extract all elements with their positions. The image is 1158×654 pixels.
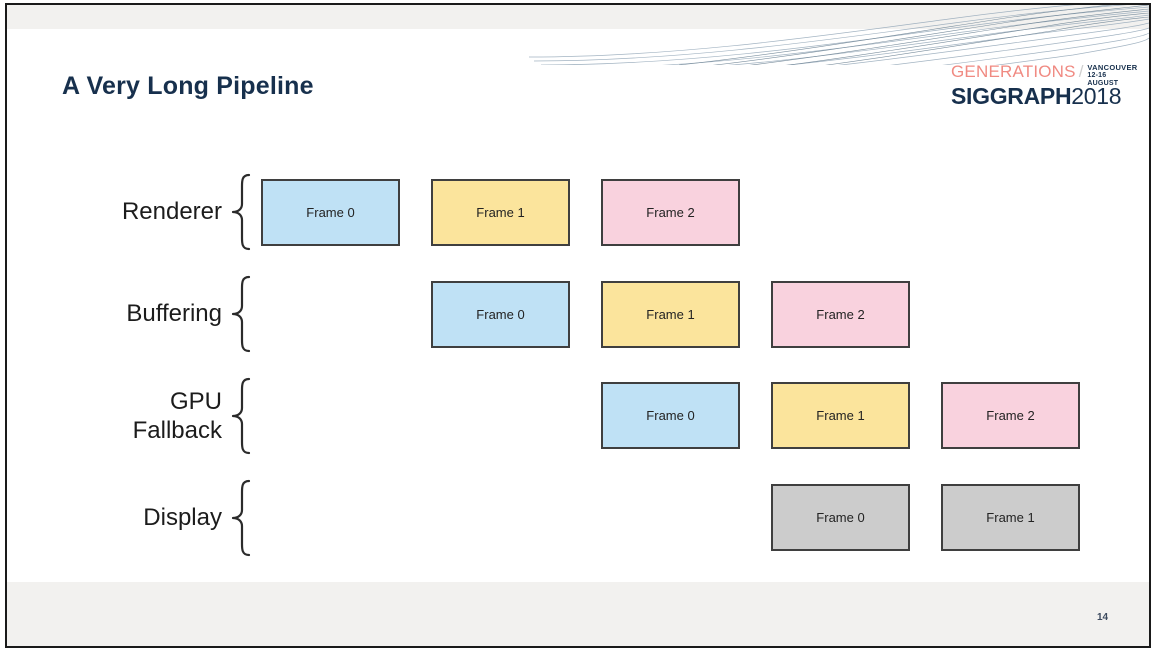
logo-year-text: 2018 [1071, 83, 1122, 109]
pipeline-row-brace [229, 377, 253, 455]
frame-box-label: Frame 2 [986, 408, 1035, 423]
pipeline-row: Buffering [7, 275, 1149, 365]
logo-top-line: GENERATIONS / VANCOUVER 12-16 AUGUST [951, 62, 1137, 88]
frame-box-label: Frame 0 [816, 510, 865, 525]
slide-page-number: 14 [1097, 612, 1109, 623]
pipeline-row-label: Display [143, 504, 222, 531]
pipeline-row-brace [229, 275, 253, 353]
frame-box-label: Frame 1 [476, 205, 525, 220]
frame-box: Frame 1 [771, 382, 910, 449]
frame-box-label: Frame 1 [986, 510, 1035, 525]
pipeline-row-label: Renderer [121, 198, 222, 225]
frame-box: Frame 1 [941, 484, 1080, 551]
frame-box: Frame 0 [261, 179, 400, 246]
frame-box-label: Frame 2 [646, 205, 695, 220]
frame-box-label: Frame 0 [476, 307, 525, 322]
curly-brace-icon [231, 479, 251, 557]
frame-box-label: Frame 1 [646, 307, 695, 322]
logo-city-text: VANCOUVER [1087, 63, 1138, 72]
pipeline-row-label: Buffering [126, 300, 222, 327]
logo-venue-block: VANCOUVER 12-16 AUGUST [1087, 63, 1137, 88]
frame-box-label: Frame 0 [306, 205, 355, 220]
logo-bottom-line: SIGGRAPH2018 [951, 83, 1127, 110]
curly-brace-icon [231, 377, 251, 455]
pipeline-row-brace [229, 173, 253, 251]
frame-box: Frame 0 [771, 484, 910, 551]
frame-box: Frame 0 [601, 382, 740, 449]
frame-box-label: Frame 2 [816, 307, 865, 322]
frame-box: Frame 1 [431, 179, 570, 246]
frame-box: Frame 2 [771, 281, 910, 348]
slide-bottom-strip [7, 582, 1149, 646]
logo-generations-text: GENERATIONS [951, 62, 1076, 81]
pipeline-row: Display [7, 479, 1149, 569]
pipeline-row: GPU Fallback [7, 377, 1149, 467]
logo-slash-separator: / [1078, 62, 1084, 81]
frame-box: Frame 1 [601, 281, 740, 348]
page-title: A Very Long Pipeline [62, 72, 314, 100]
frame-box: Frame 2 [601, 179, 740, 246]
frame-box: Frame 0 [431, 281, 570, 348]
pipeline-row-label: GPU Fallback [132, 388, 222, 444]
logo-dates-text: 12-16 AUGUST [1087, 72, 1119, 87]
frame-box: Frame 2 [941, 382, 1080, 449]
frame-box-label: Frame 0 [646, 408, 695, 423]
pipeline-row-brace [229, 479, 253, 557]
siggraph-2018-logo: GENERATIONS / VANCOUVER 12-16 AUGUST SIG… [951, 62, 1137, 110]
logo-siggraph-text: SIGGRAPH [951, 83, 1072, 109]
slide-canvas: A Very Long Pipeline GENERATIONS / VANCO… [5, 3, 1151, 648]
curly-brace-icon [231, 173, 251, 251]
curly-brace-icon [231, 275, 251, 353]
pipeline-row: Renderer [7, 173, 1149, 263]
frame-box-label: Frame 1 [816, 408, 865, 423]
